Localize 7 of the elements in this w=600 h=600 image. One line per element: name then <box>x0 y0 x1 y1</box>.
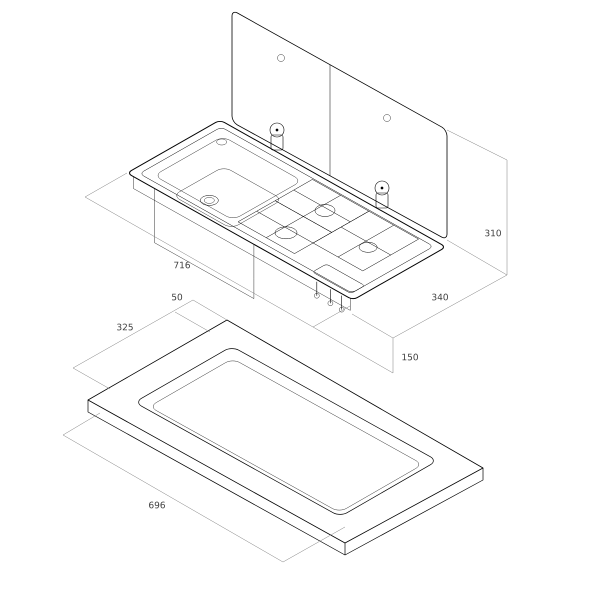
dimension-label: 50 <box>172 294 182 300</box>
dimension-label: 696 <box>149 502 165 508</box>
dimension-label: 340 <box>432 294 448 300</box>
dimension-label: 325 <box>117 324 133 330</box>
dimension-label: 310 <box>485 230 501 236</box>
dimension-label: 716 <box>174 262 190 268</box>
dimension-label: 150 <box>402 354 418 360</box>
